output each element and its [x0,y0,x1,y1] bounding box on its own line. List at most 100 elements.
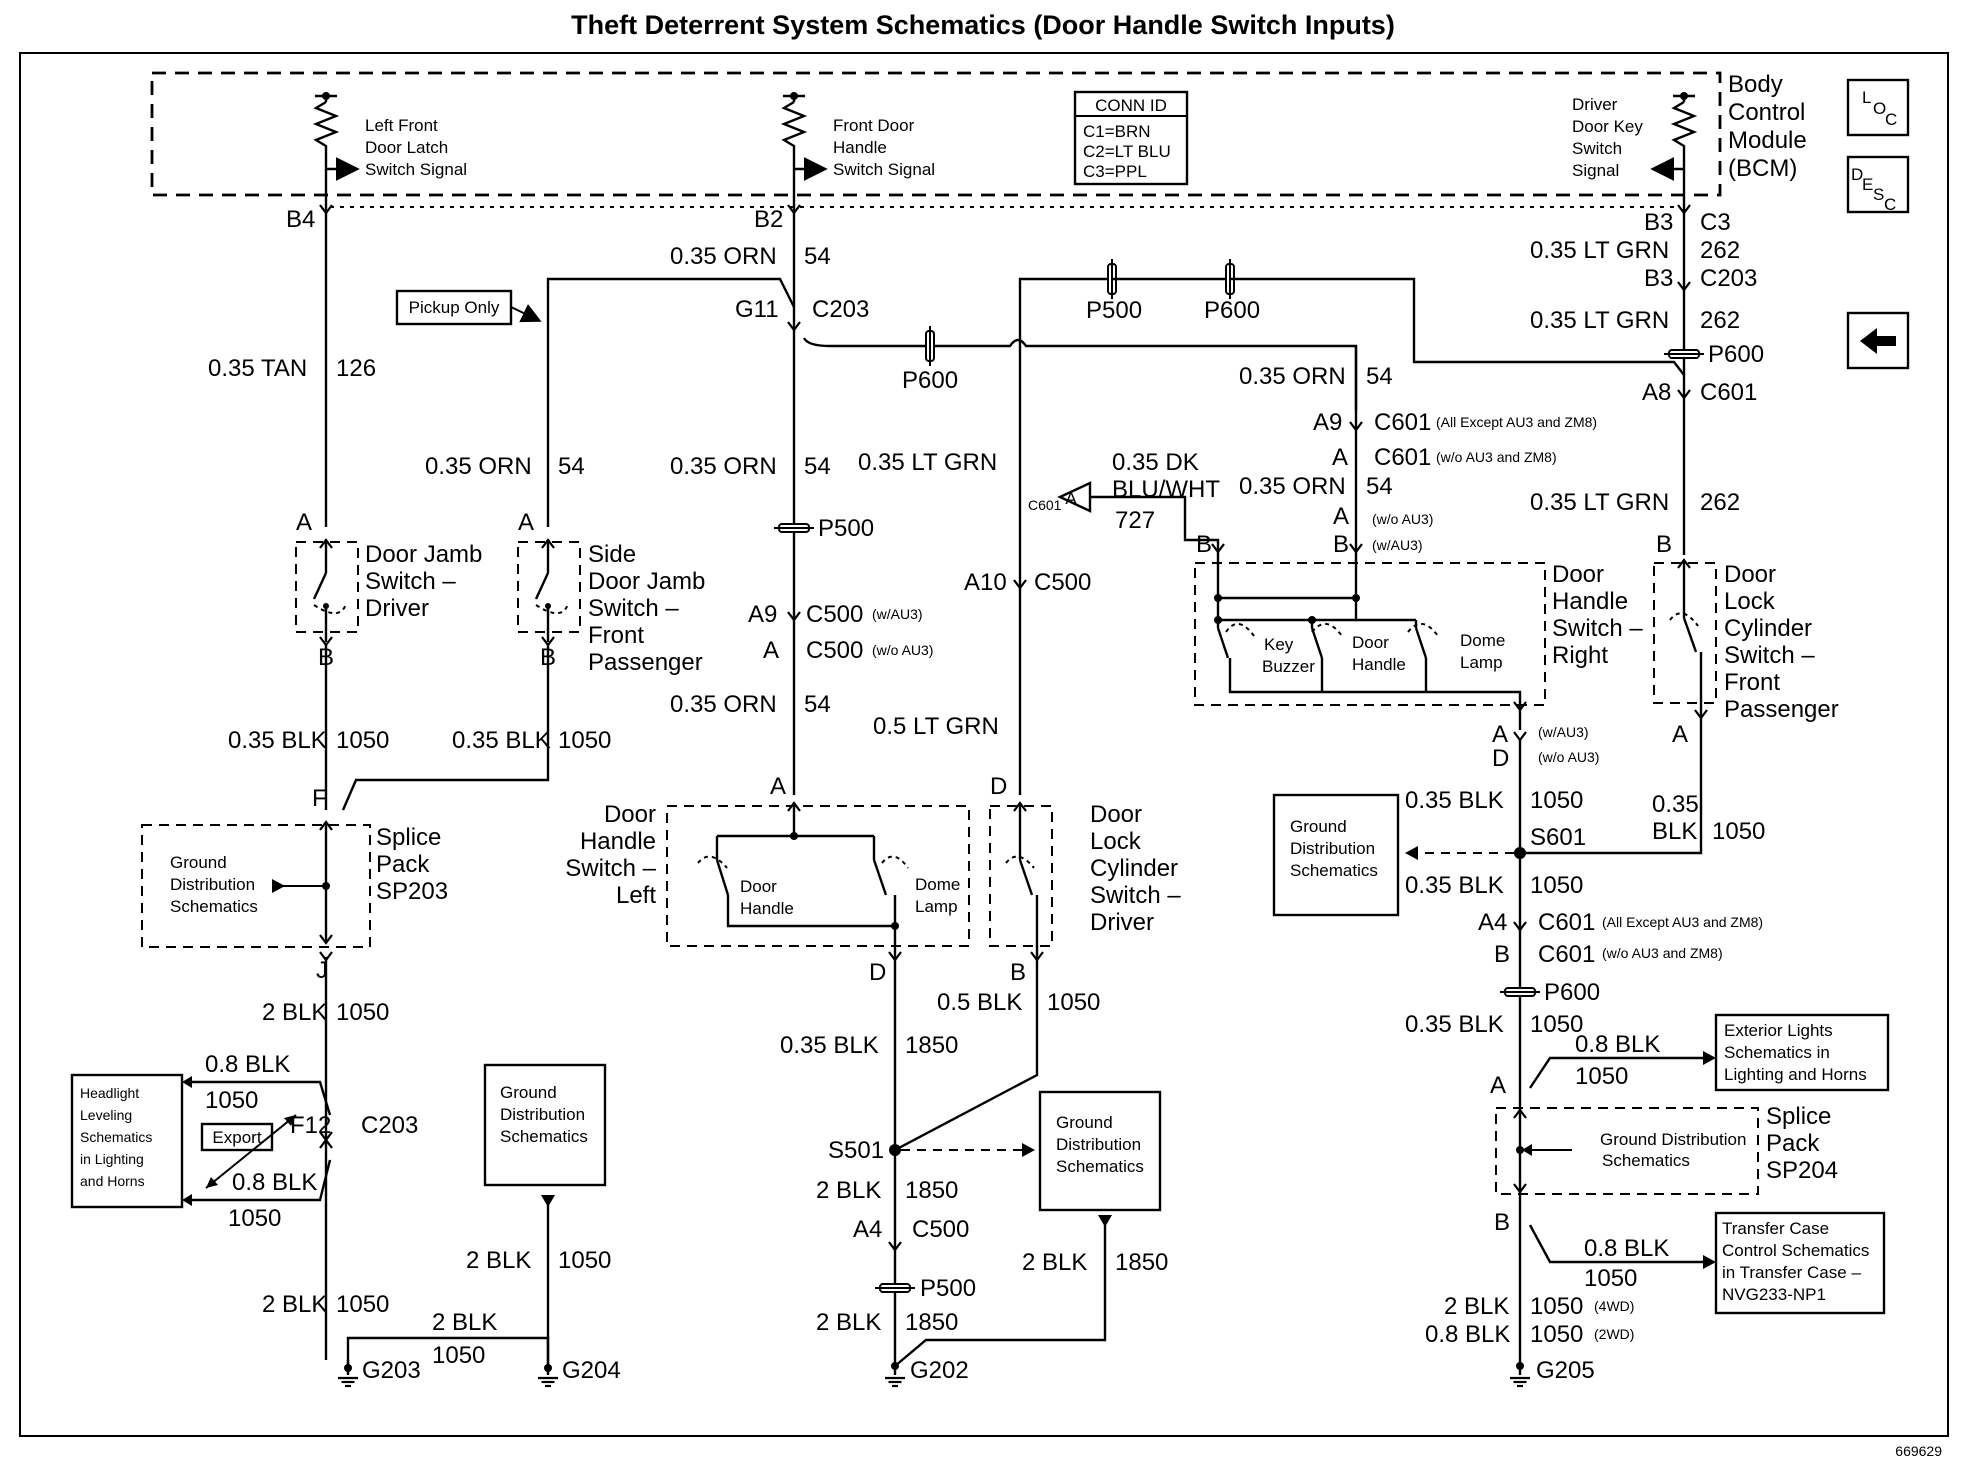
svg-text:54: 54 [804,453,831,480]
svg-text:0.35 ORN: 0.35 ORN [1239,473,1346,500]
svg-text:A: A [518,509,534,536]
svg-text:in Transfer Case –: in Transfer Case – [1722,1263,1861,1282]
circuit-1850: 0.5 BLK 1050 0.35 BLK 1850 S501 2 BLK 18… [780,960,1168,1388]
svg-text:Schematics: Schematics [1602,1151,1690,1170]
bcm-pullup-left: Left Front Door Latch Switch Signal [312,92,467,196]
svg-text:A4: A4 [853,1216,882,1243]
svg-text:(2WD): (2WD) [1594,1326,1634,1342]
svg-text:A: A [1490,1072,1506,1099]
svg-text:B: B [1656,531,1672,558]
svg-text:Door: Door [604,801,656,828]
svg-text:0.8 BLK: 0.8 BLK [1425,1321,1510,1348]
back-button[interactable] [1846,311,1910,370]
svg-text:A10: A10 [964,569,1007,596]
svg-text:1050: 1050 [1575,1063,1628,1090]
svg-text:1050: 1050 [228,1205,281,1232]
svg-text:S601: S601 [1530,824,1586,851]
svg-text:BLK: BLK [1652,818,1697,845]
svg-text:(w/AU3): (w/AU3) [872,606,923,622]
svg-text:Door Key: Door Key [1572,117,1643,136]
svg-text:1050: 1050 [1584,1265,1637,1292]
svg-text:C: C [1885,110,1897,129]
svg-text:1850: 1850 [905,1177,958,1204]
bcm-module-box [150,71,1722,197]
svg-text:O: O [1873,99,1886,118]
svg-text:C601: C601 [1538,941,1595,968]
circuit-lt-grn-driver: P500 P600 0.35 LT GRN A10 C500 0.5 LT GR… [858,258,1685,795]
svg-text:0.35 DK: 0.35 DK [1112,449,1199,476]
svg-text:D: D [990,773,1007,800]
svg-text:Exterior Lights: Exterior Lights [1724,1021,1833,1040]
svg-text:Switch: Switch [1572,139,1622,158]
svg-text:0.35 ORN: 0.35 ORN [670,243,777,270]
headlight-leveling-ref: Headlight Leveling Schematics in Lightin… [70,1051,332,1232]
svg-text:Distribution: Distribution [170,875,255,894]
svg-text:C1=BRN: C1=BRN [1083,122,1151,141]
svg-text:Front Door: Front Door [833,116,915,135]
circuit-1050-far: 0.35 BLK 1050 [1520,718,1765,855]
svg-text:0.35 BLK: 0.35 BLK [1405,1011,1504,1038]
svg-text:Distribution: Distribution [500,1105,585,1124]
svg-text:1050: 1050 [1530,1321,1583,1348]
svg-text:C3=PPL: C3=PPL [1083,162,1147,181]
svg-text:Cylinder: Cylinder [1090,855,1178,882]
svg-text:0.35 BLK: 0.35 BLK [228,727,327,754]
svg-text:A: A [1065,489,1077,508]
svg-text:2 BLK: 2 BLK [466,1247,531,1274]
svg-text:A: A [296,509,312,536]
svg-text:P600: P600 [1544,979,1600,1006]
loc-button[interactable]: L O C [1846,78,1910,137]
svg-text:C500: C500 [1034,569,1091,596]
svg-text:C203: C203 [1700,265,1757,292]
svg-text:Schematics in: Schematics in [1724,1043,1830,1062]
svg-text:Body: Body [1728,71,1783,98]
svg-text:SP203: SP203 [376,878,448,905]
door-handle-switch-right: Key Buzzer Door Handle Dome Lamp Door Ha… [1194,561,1643,725]
svg-text:1050: 1050 [336,1291,389,1318]
desc-button[interactable]: D E S C [1846,155,1910,214]
svg-text:C203: C203 [361,1112,418,1139]
svg-text:B: B [1494,1209,1510,1236]
svg-text:Driver: Driver [1090,909,1154,936]
svg-text:Door: Door [1090,801,1142,828]
circuit-54-front-handle: B2 0.35 ORN 54 G11 C203 P600 0.35 ORN 54… [670,196,1358,795]
svg-text:0.35 LT GRN: 0.35 LT GRN [858,449,997,476]
svg-text:Driver: Driver [1572,95,1618,114]
door-jamb-switch-driver: A Door Jamb Switch – Driver B [295,509,482,671]
svg-text:B: B [1333,531,1349,558]
ground-distribution-ref-g204: Ground Distribution Schematics 2 BLK 105… [466,1063,611,1368]
svg-text:0.35 ORN: 0.35 ORN [670,691,777,718]
svg-text:1050: 1050 [336,999,389,1026]
svg-text:0.35 ORN: 0.35 ORN [1239,363,1346,390]
svg-text:SP204: SP204 [1766,1157,1838,1184]
svg-text:1050: 1050 [336,727,389,754]
svg-text:C601: C601 [1374,409,1431,436]
svg-text:Key: Key [1264,635,1294,654]
svg-text:C500: C500 [806,637,863,664]
svg-text:P500: P500 [1086,297,1142,324]
svg-text:Switch –: Switch – [1090,882,1181,909]
svg-text:1050: 1050 [558,727,611,754]
svg-text:1050: 1050 [1530,872,1583,899]
svg-text:Door: Door [740,877,777,896]
svg-text:B: B [1494,941,1510,968]
svg-text:54: 54 [804,691,831,718]
svg-text:0.35 LT GRN: 0.35 LT GRN [1530,237,1669,264]
svg-text:Switch –: Switch – [365,568,456,595]
bcm-pullup-mid: Front Door Handle Switch Signal [780,92,935,196]
svg-text:Control: Control [1728,99,1805,126]
left-arrow-icon [1860,328,1896,354]
svg-text:A8: A8 [1642,379,1671,406]
svg-text:Right: Right [1552,642,1608,669]
svg-text:P600: P600 [1708,341,1764,368]
svg-text:S501: S501 [828,1137,884,1164]
connector-c203-f12: F12 C203 [290,1112,418,1150]
svg-text:BLU/WHT: BLU/WHT [1112,476,1220,503]
svg-text:1050: 1050 [205,1087,258,1114]
svg-text:F: F [312,785,327,812]
figure-id: 669629 [1895,1443,1942,1459]
svg-text:B: B [1010,959,1026,986]
svg-text:P600: P600 [902,367,958,394]
svg-text:A: A [763,637,779,664]
svg-text:S: S [1873,185,1884,204]
